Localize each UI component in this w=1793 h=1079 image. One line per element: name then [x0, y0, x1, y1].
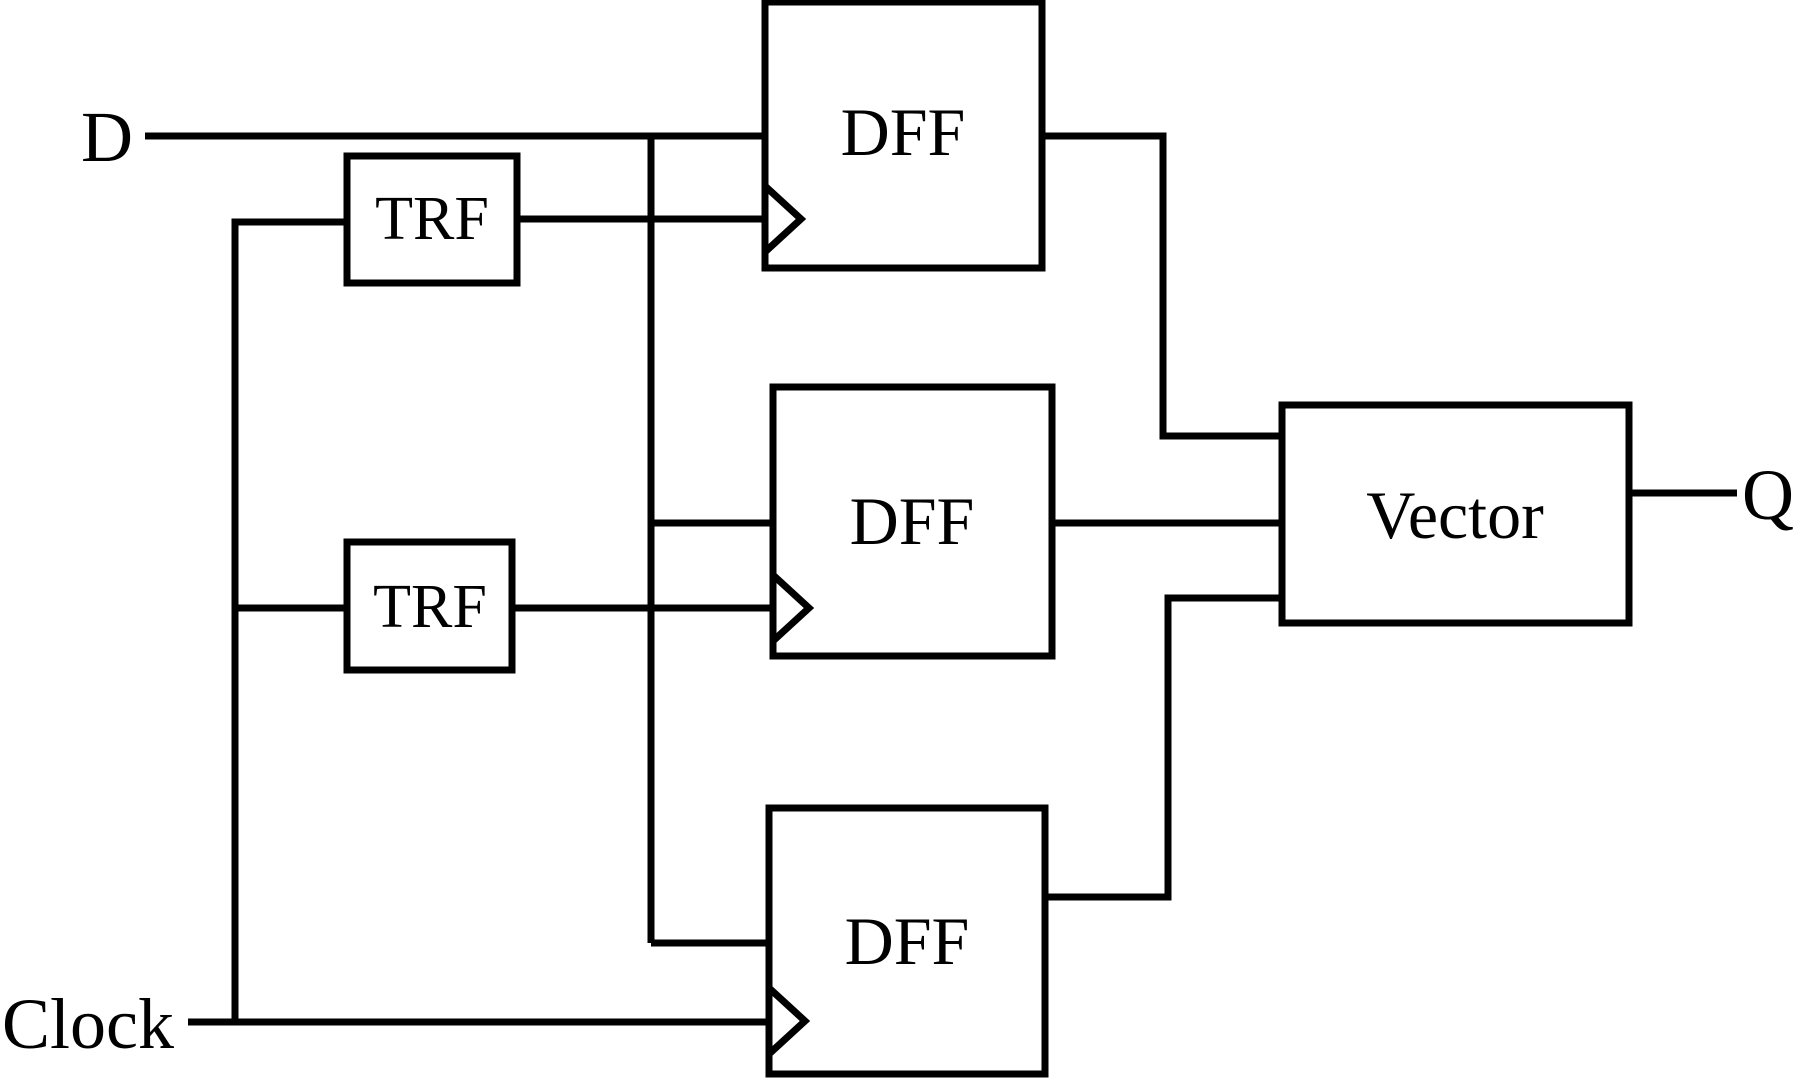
dff-top-block: DFF	[761, 0, 1046, 272]
clock-input-label: Clock	[2, 984, 174, 1064]
wires	[145, 132, 1737, 1026]
dff-bottom-label: DFF	[845, 903, 970, 979]
wire-bottom-dff-to-vector	[1045, 594, 1282, 901]
trf1-block: TRF	[343, 152, 521, 287]
dff-bottom-box	[765, 804, 1049, 1078]
trf1-label: TRF	[375, 185, 489, 253]
trf1-box	[343, 152, 521, 287]
d-input-label: D	[81, 97, 133, 177]
dff-top-label: DFF	[841, 94, 966, 170]
wire-top-dff-to-vector	[1042, 132, 1282, 440]
trf2-label: TRF	[373, 573, 487, 641]
clock-triangle-icon	[762, 183, 807, 255]
q-output-label: Q	[1742, 455, 1793, 535]
dff-middle-box	[769, 383, 1056, 660]
clock-triangle-icon	[770, 572, 815, 644]
trf2-box	[343, 538, 516, 674]
trf2-block: TRF	[343, 538, 516, 674]
vector-block: Vector	[1278, 401, 1633, 627]
dff-middle-label: DFF	[850, 483, 975, 559]
vector-box	[1278, 401, 1633, 627]
dff-bottom-block: DFF	[765, 804, 1049, 1078]
dff-top-box	[761, 0, 1046, 272]
vector-label: Vector	[1366, 477, 1544, 553]
dff-middle-block: DFF	[769, 383, 1056, 660]
clock-triangle-icon	[766, 985, 811, 1057]
wire-clock-trunk	[231, 218, 347, 1022]
